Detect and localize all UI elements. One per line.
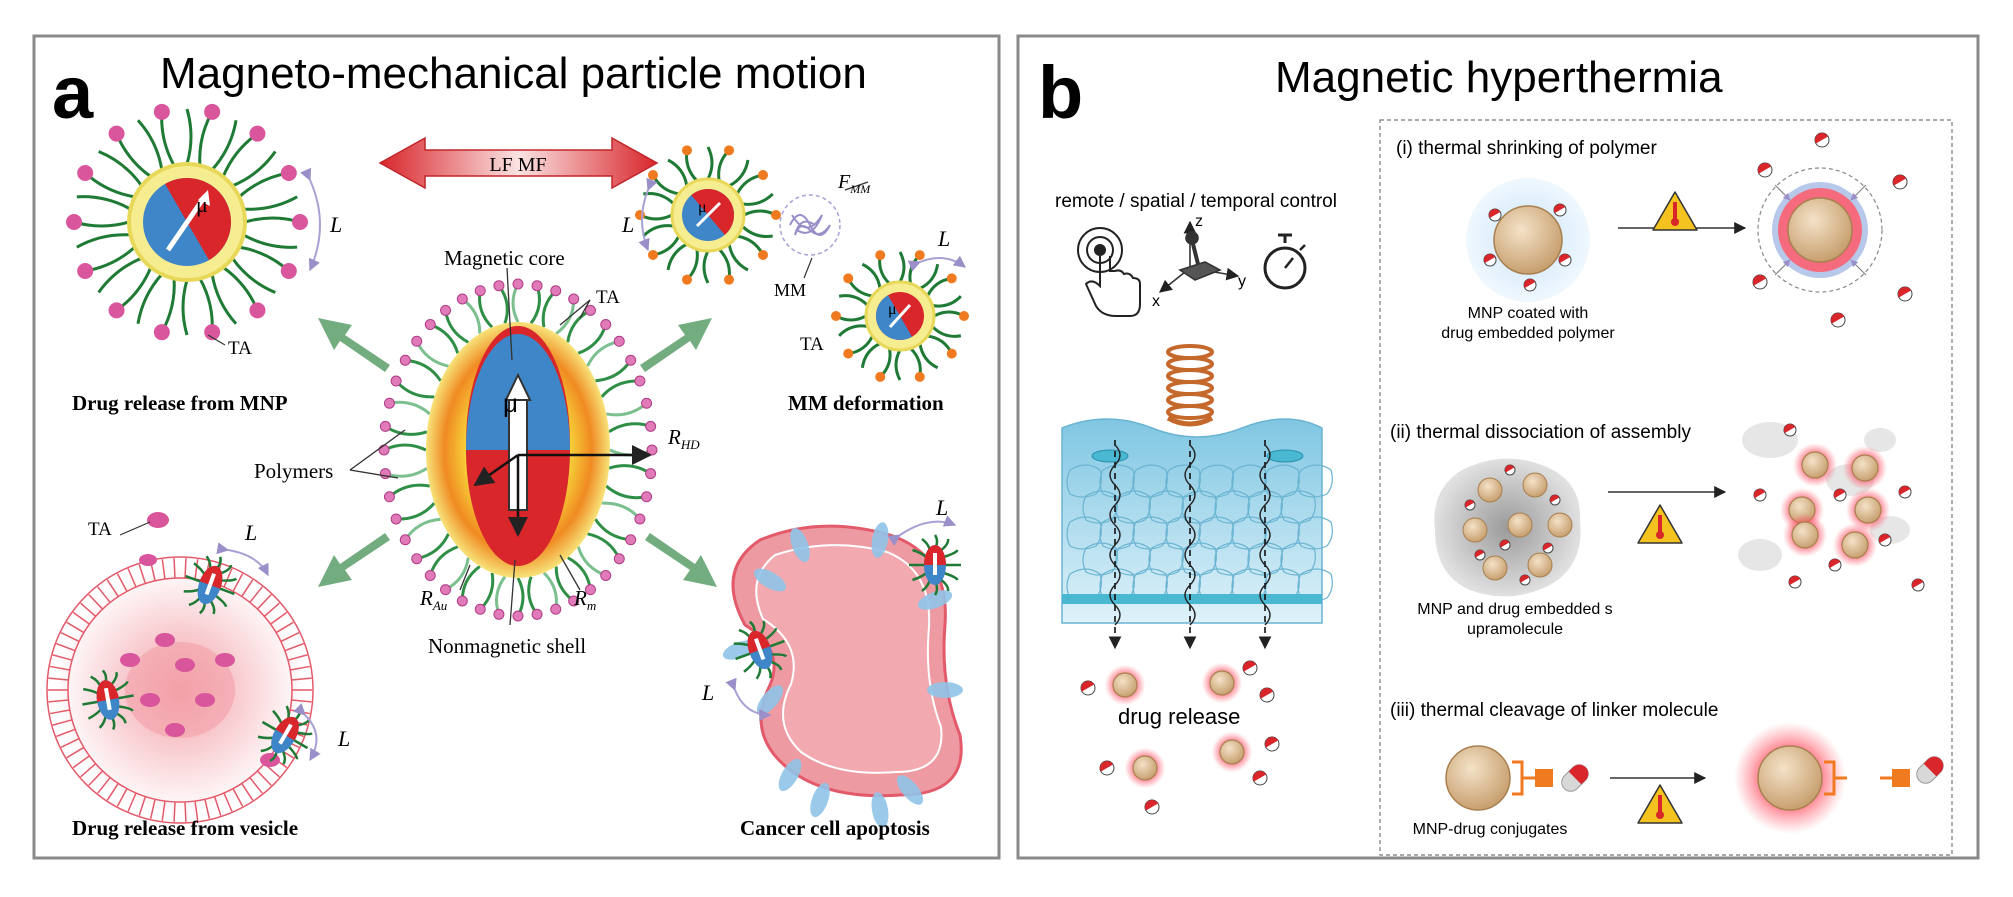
panel-a-letter: a [52, 51, 94, 134]
l-label-top-left: L [329, 212, 342, 237]
section-3-caption: MNP-drug conjugates [1413, 821, 1568, 838]
drug-capsule-2 [1916, 756, 1944, 784]
moment-arrow [165, 194, 208, 252]
section-thermal-shrinking: (i) thermal shrinking of polymer MNP coa [1396, 132, 1913, 342]
lf-mf-double-arrow: LF MF [378, 136, 659, 190]
panel-b: b Magnetic hyperthermia remote / spatial… [1016, 34, 1980, 860]
transition-arrows [318, 318, 717, 587]
drug-release-label: drug release [1118, 704, 1240, 729]
panel-b-title: Magnetic hyperthermia [1275, 53, 1723, 102]
drug-release-mnp-illustration: μ L TA Drug release from MNP [66, 103, 342, 415]
caption-drug-release-vesicle: Drug release from vesicle [72, 816, 298, 840]
arrow-to-top-right [640, 318, 712, 372]
mnp-core-3 [1445, 745, 1511, 811]
core-mu-label: μ [503, 388, 518, 418]
axis-x-label: x [1152, 293, 1160, 310]
warning-icon-3 [1637, 784, 1683, 824]
l-label-bottom-right-1: L [935, 495, 948, 520]
section-2-title: (ii) thermal dissociation of assembly [1390, 422, 1691, 443]
vesicle-drugs [120, 512, 280, 767]
section-1-title: (i) thermal shrinking of polymer [1396, 138, 1657, 159]
mu-label-top-right-1: μ [698, 199, 707, 216]
polymers-label: Polymers [254, 459, 333, 483]
mm-deformation-illustration: μ μ FMM MM TA L L MM deformation [621, 145, 969, 415]
section-thermal-cleavage: (iii) thermal cleavage of linker molecul… [1390, 700, 1944, 838]
nonmagnetic-shell-label: Nonmagnetic shell [428, 634, 586, 658]
arrow-to-top-left [318, 318, 390, 372]
induction-coil [1166, 344, 1214, 427]
drug-capsule-1 [1561, 764, 1589, 792]
panel-a: a Magneto-mechanical particle motion LF … [32, 34, 1001, 860]
panel-b-letter: b [1038, 51, 1083, 134]
lf-mf-label: LF MF [489, 154, 546, 176]
l-label-bottom-left-1: L [244, 520, 257, 545]
l-label-bottom-left-2: L [337, 726, 350, 751]
macromolecule [779, 194, 841, 256]
mu-label-top-left: μ [196, 192, 208, 217]
l-label-bottom-right-2: L [701, 680, 714, 705]
mu-label-top-right-2: μ [888, 301, 897, 318]
ta-label-top-left: TA [228, 338, 252, 359]
central-particle: μ Magnetic core TA Polymers RHD RAu Rm N… [254, 246, 700, 658]
ta-label-bottom-left: TA [88, 519, 112, 540]
section-1-caption-line2: drug embedded polymer [1441, 325, 1615, 342]
linker [1512, 760, 1535, 796]
polymer-corona [378, 278, 658, 622]
tissue-block [1061, 418, 1333, 650]
rhd-label: RHD [667, 425, 700, 452]
mechanisms-box [1379, 119, 1953, 856]
section-3-title: (iii) thermal cleavage of linker molecul… [1390, 700, 1718, 721]
cancer-cell-illustration: L L Cancer cell apoptosis [701, 495, 963, 840]
section-2-caption-line1: MNP and drug embedded s [1417, 601, 1612, 618]
l-label-top-right-1: L [621, 212, 634, 237]
caption-cancer-cell-apoptosis: Cancer cell apoptosis [740, 816, 930, 840]
released-mnps [1080, 660, 1280, 815]
panel-a-title: Magneto-mechanical particle motion [160, 49, 867, 98]
stopwatch-icon [1263, 233, 1307, 290]
mm-label: MM [774, 280, 806, 300]
warning-icon-1 [1652, 191, 1698, 231]
ta-label-top-right: TA [800, 334, 824, 355]
arrow-to-bottom-left [318, 533, 390, 587]
vesicle-illustration: TA L L Drug release from vesicle [46, 512, 350, 840]
rau-label: RAu [419, 586, 448, 613]
fmm-label: FMM [837, 171, 871, 196]
l-label-top-right-2: L [937, 226, 950, 251]
section-thermal-dissociation: (ii) thermal dissociation of assembly MN… [1390, 422, 1925, 638]
mnp-core [1493, 205, 1563, 275]
warning-icon-2 [1637, 504, 1683, 544]
section-2-caption-line2: upramolecule [1467, 621, 1563, 638]
rm-label: Rm [573, 586, 596, 613]
arrow-to-bottom-right [645, 533, 717, 587]
touch-icon [1077, 227, 1141, 317]
control-label: remote / spatial / temporal control [1055, 191, 1337, 212]
axis-z-label: z [1195, 213, 1203, 230]
caption-mm-deformation: MM deformation [788, 391, 944, 415]
rau-radius-arrow [473, 453, 519, 487]
caption-drug-release-mnp: Drug release from MNP [72, 391, 288, 415]
axis-y-label: y [1238, 273, 1246, 290]
section-1-caption-line1: MNP coated with [1468, 305, 1589, 322]
ta-label-center: TA [596, 287, 620, 308]
magnetic-core-label: Magnetic core [444, 246, 565, 270]
joystick-axes-icon [1159, 220, 1240, 293]
